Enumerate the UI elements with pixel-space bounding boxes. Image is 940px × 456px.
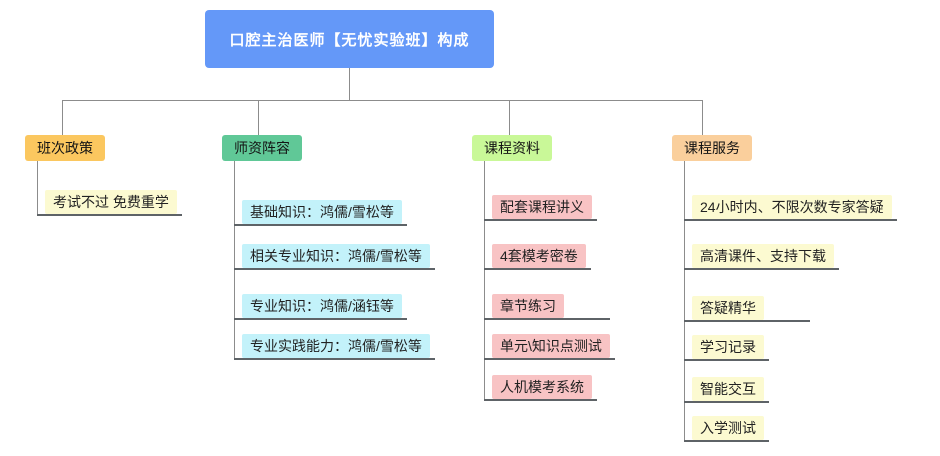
node-free-retake[interactable]: 考试不过 免费重学 bbox=[45, 190, 177, 214]
child-row: 章节练习 bbox=[484, 294, 610, 320]
child-row: 答疑精华 bbox=[684, 296, 810, 322]
node-entrance-test[interactable]: 入学测试 bbox=[692, 416, 764, 440]
child-row: 单元\知识点测试 bbox=[484, 334, 615, 360]
branch-course-services[interactable]: 课程服务 bbox=[672, 135, 752, 161]
root-node[interactable]: 口腔主治医师【无忧实验班】构成 bbox=[205, 10, 494, 68]
child-row: 基础知识：鸿儒/雪松等 bbox=[234, 200, 407, 226]
child-row: 专业实践能力：鸿儒/雪松等 bbox=[234, 334, 435, 360]
node-intelligent-interaction[interactable]: 智能交互 bbox=[692, 377, 764, 401]
connector-drop-course-materials bbox=[509, 100, 510, 135]
node-study-records[interactable]: 学习记录 bbox=[692, 335, 764, 359]
node-related-professional-knowledge[interactable]: 相关专业知识：鸿儒/雪松等 bbox=[242, 244, 430, 268]
node-professional-knowledge[interactable]: 专业知识：鸿儒/涵钰等 bbox=[242, 294, 402, 318]
child-row: 专业知识：鸿儒/涵钰等 bbox=[234, 294, 407, 320]
child-row: 智能交互 bbox=[684, 377, 769, 403]
connector-drop-faculty-lineup bbox=[258, 100, 259, 135]
spine-class-policy bbox=[37, 161, 38, 216]
node-professional-practice[interactable]: 专业实践能力：鸿儒/雪松等 bbox=[242, 334, 430, 358]
connector-root-drop bbox=[349, 68, 350, 100]
node-qa-highlights[interactable]: 答疑精华 bbox=[692, 296, 764, 320]
child-row: 学习记录 bbox=[684, 335, 769, 361]
spine-faculty-lineup bbox=[234, 161, 235, 360]
spine-course-services bbox=[684, 161, 685, 442]
child-row: 4套模考密卷 bbox=[484, 244, 591, 270]
child-row: 入学测试 bbox=[684, 416, 769, 442]
node-mock-exam-papers[interactable]: 4套模考密卷 bbox=[492, 244, 586, 268]
child-row: 高清课件、支持下载 bbox=[684, 244, 839, 270]
node-course-handouts[interactable]: 配套课程讲义 bbox=[492, 195, 592, 219]
connector-drop-class-policy bbox=[62, 100, 63, 135]
spine-course-materials bbox=[484, 161, 485, 401]
connector-main-horizontal bbox=[62, 100, 703, 101]
branch-class-policy[interactable]: 班次政策 bbox=[25, 135, 105, 161]
child-row: 配套课程讲义 bbox=[484, 195, 597, 221]
node-expert-qa-24h[interactable]: 24小时内、不限次数专家答疑 bbox=[692, 195, 892, 219]
node-unit-knowledge-test[interactable]: 单元\知识点测试 bbox=[492, 334, 610, 358]
child-row: 考试不过 免费重学 bbox=[37, 190, 182, 216]
branch-faculty-lineup[interactable]: 师资阵容 bbox=[222, 135, 302, 161]
node-hd-courseware-download[interactable]: 高清课件、支持下载 bbox=[692, 244, 834, 268]
child-row: 24小时内、不限次数专家答疑 bbox=[684, 195, 897, 221]
child-row: 相关专业知识：鸿儒/雪松等 bbox=[234, 244, 435, 270]
branch-course-materials[interactable]: 课程资料 bbox=[472, 135, 552, 161]
node-chapter-exercises[interactable]: 章节练习 bbox=[492, 294, 564, 318]
child-row: 人机模考系统 bbox=[484, 375, 597, 401]
connector-drop-course-services bbox=[702, 100, 703, 135]
node-computer-mock-exam[interactable]: 人机模考系统 bbox=[492, 375, 592, 399]
node-basic-knowledge[interactable]: 基础知识：鸿儒/雪松等 bbox=[242, 200, 402, 224]
